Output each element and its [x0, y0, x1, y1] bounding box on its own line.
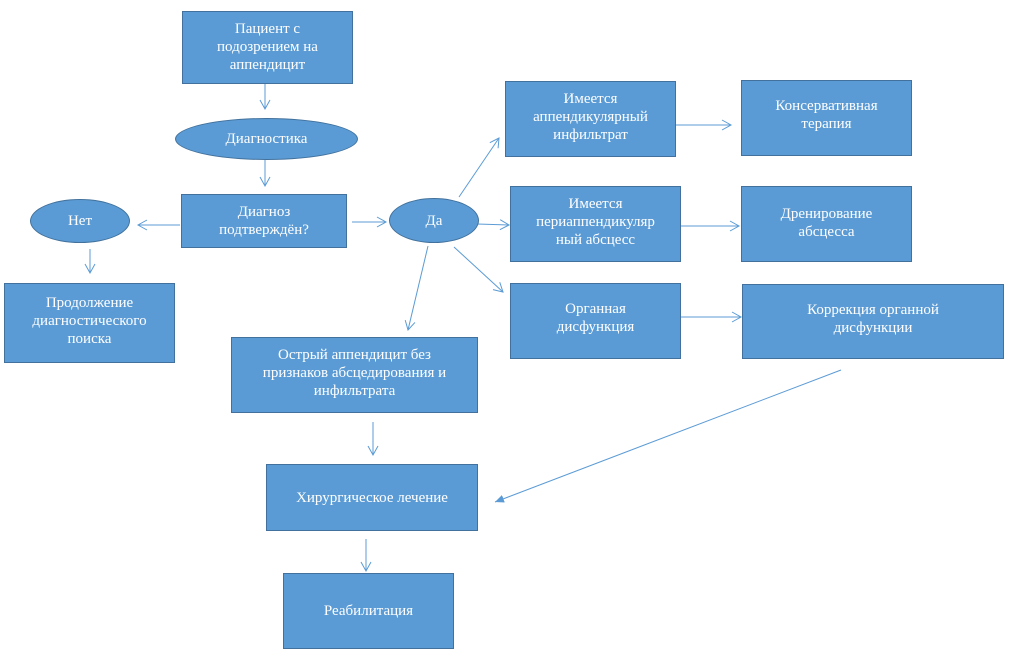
edge-yes-infiltrate	[458, 137, 500, 198]
node-continue-search: Продолжение диагностического поиска	[4, 283, 175, 363]
node-confirmed-label: Диагноз подтверждён?	[219, 204, 309, 238]
node-organ-dysfunction-label: Органная дисфункция	[556, 301, 635, 335]
node-no-label: Нет	[67, 213, 93, 229]
node-conservative-label: Консервативная терапия	[775, 98, 878, 132]
node-infiltrate: Имеется аппендикулярный инфильтрат	[505, 81, 676, 157]
node-confirmed: Диагноз подтверждён?	[181, 194, 347, 248]
node-organ-dysfunction: Органная дисфункция	[510, 283, 681, 359]
node-organ-correction: Коррекция органной дисфункции	[742, 284, 1004, 359]
edge-correction-surgery	[494, 369, 842, 503]
node-yes: Да	[389, 198, 479, 243]
node-abscess-label: Имеется периаппендикуляр ный абсцесс	[536, 196, 655, 248]
node-rehab-label: Реабилитация	[323, 603, 414, 619]
node-patient: Пациент с подозрением на аппендицит	[182, 11, 353, 84]
node-rehab: Реабилитация	[283, 573, 454, 649]
edge-yes-acute	[404, 245, 429, 332]
edge-yes-abscess	[476, 219, 511, 231]
node-surgery-label: Хирургическое лечение	[296, 489, 448, 506]
node-conservative: Консервативная терапия	[741, 80, 912, 156]
node-diagnostics-label: Диагностика	[225, 131, 308, 147]
node-drainage: Дренирование абсцесса	[741, 186, 912, 262]
node-no: Нет	[30, 199, 130, 243]
node-infiltrate-label: Имеется аппендикулярный инфильтрат	[533, 91, 648, 143]
node-continue-search-label: Продолжение диагностического поиска	[32, 295, 147, 347]
node-organ-correction-label: Коррекция органной дисфункции	[807, 302, 939, 336]
node-drainage-label: Дренирование абсцесса	[780, 206, 873, 240]
edge-yes-organ	[453, 246, 504, 293]
node-acute-uncomplicated: Острый аппендицит без признаков абсцедир…	[231, 337, 478, 413]
node-surgery: Хирургическое лечение	[266, 464, 478, 531]
node-yes-label: Да	[425, 212, 443, 229]
node-diagnostics: Диагностика	[175, 118, 358, 160]
node-abscess: Имеется периаппендикуляр ный абсцесс	[510, 186, 681, 262]
node-acute-uncomplicated-label: Острый аппендицит без признаков абсцедир…	[262, 347, 447, 399]
node-patient-label: Пациент с подозрением на аппендицит	[217, 21, 318, 73]
